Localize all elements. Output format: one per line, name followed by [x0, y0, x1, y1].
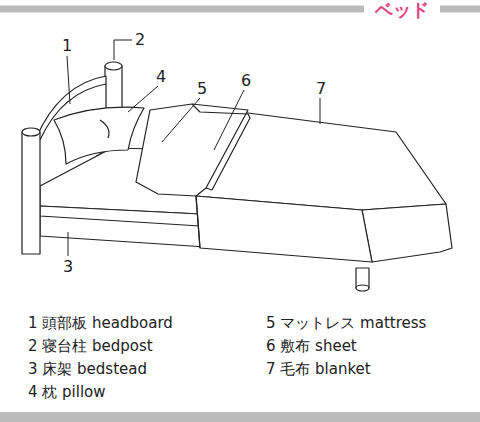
callout-number: 4 [156, 68, 166, 86]
callout-number: 2 [135, 31, 145, 49]
callout-number: 6 [241, 72, 251, 90]
legend-entry: 7 毛布 blanket [266, 361, 371, 378]
legend-entry: 5 マットレス mattress [266, 315, 426, 332]
legend-entry: 6 敷布 sheet [266, 338, 357, 355]
callout-number: 1 [62, 37, 72, 55]
legend-entry: 1 頭部板 headboard [28, 315, 173, 332]
callout-number: 5 [197, 80, 207, 98]
callout-number: 3 [63, 258, 73, 276]
legend-entry: 3 床架 bedstead [28, 361, 147, 378]
callout-number: 7 [316, 80, 326, 98]
legend-entry: 4 枕 pillow [28, 384, 106, 401]
legend-entry: 2 寝台柱 bedpost [28, 338, 153, 355]
page-title: ベッド [375, 0, 429, 21]
